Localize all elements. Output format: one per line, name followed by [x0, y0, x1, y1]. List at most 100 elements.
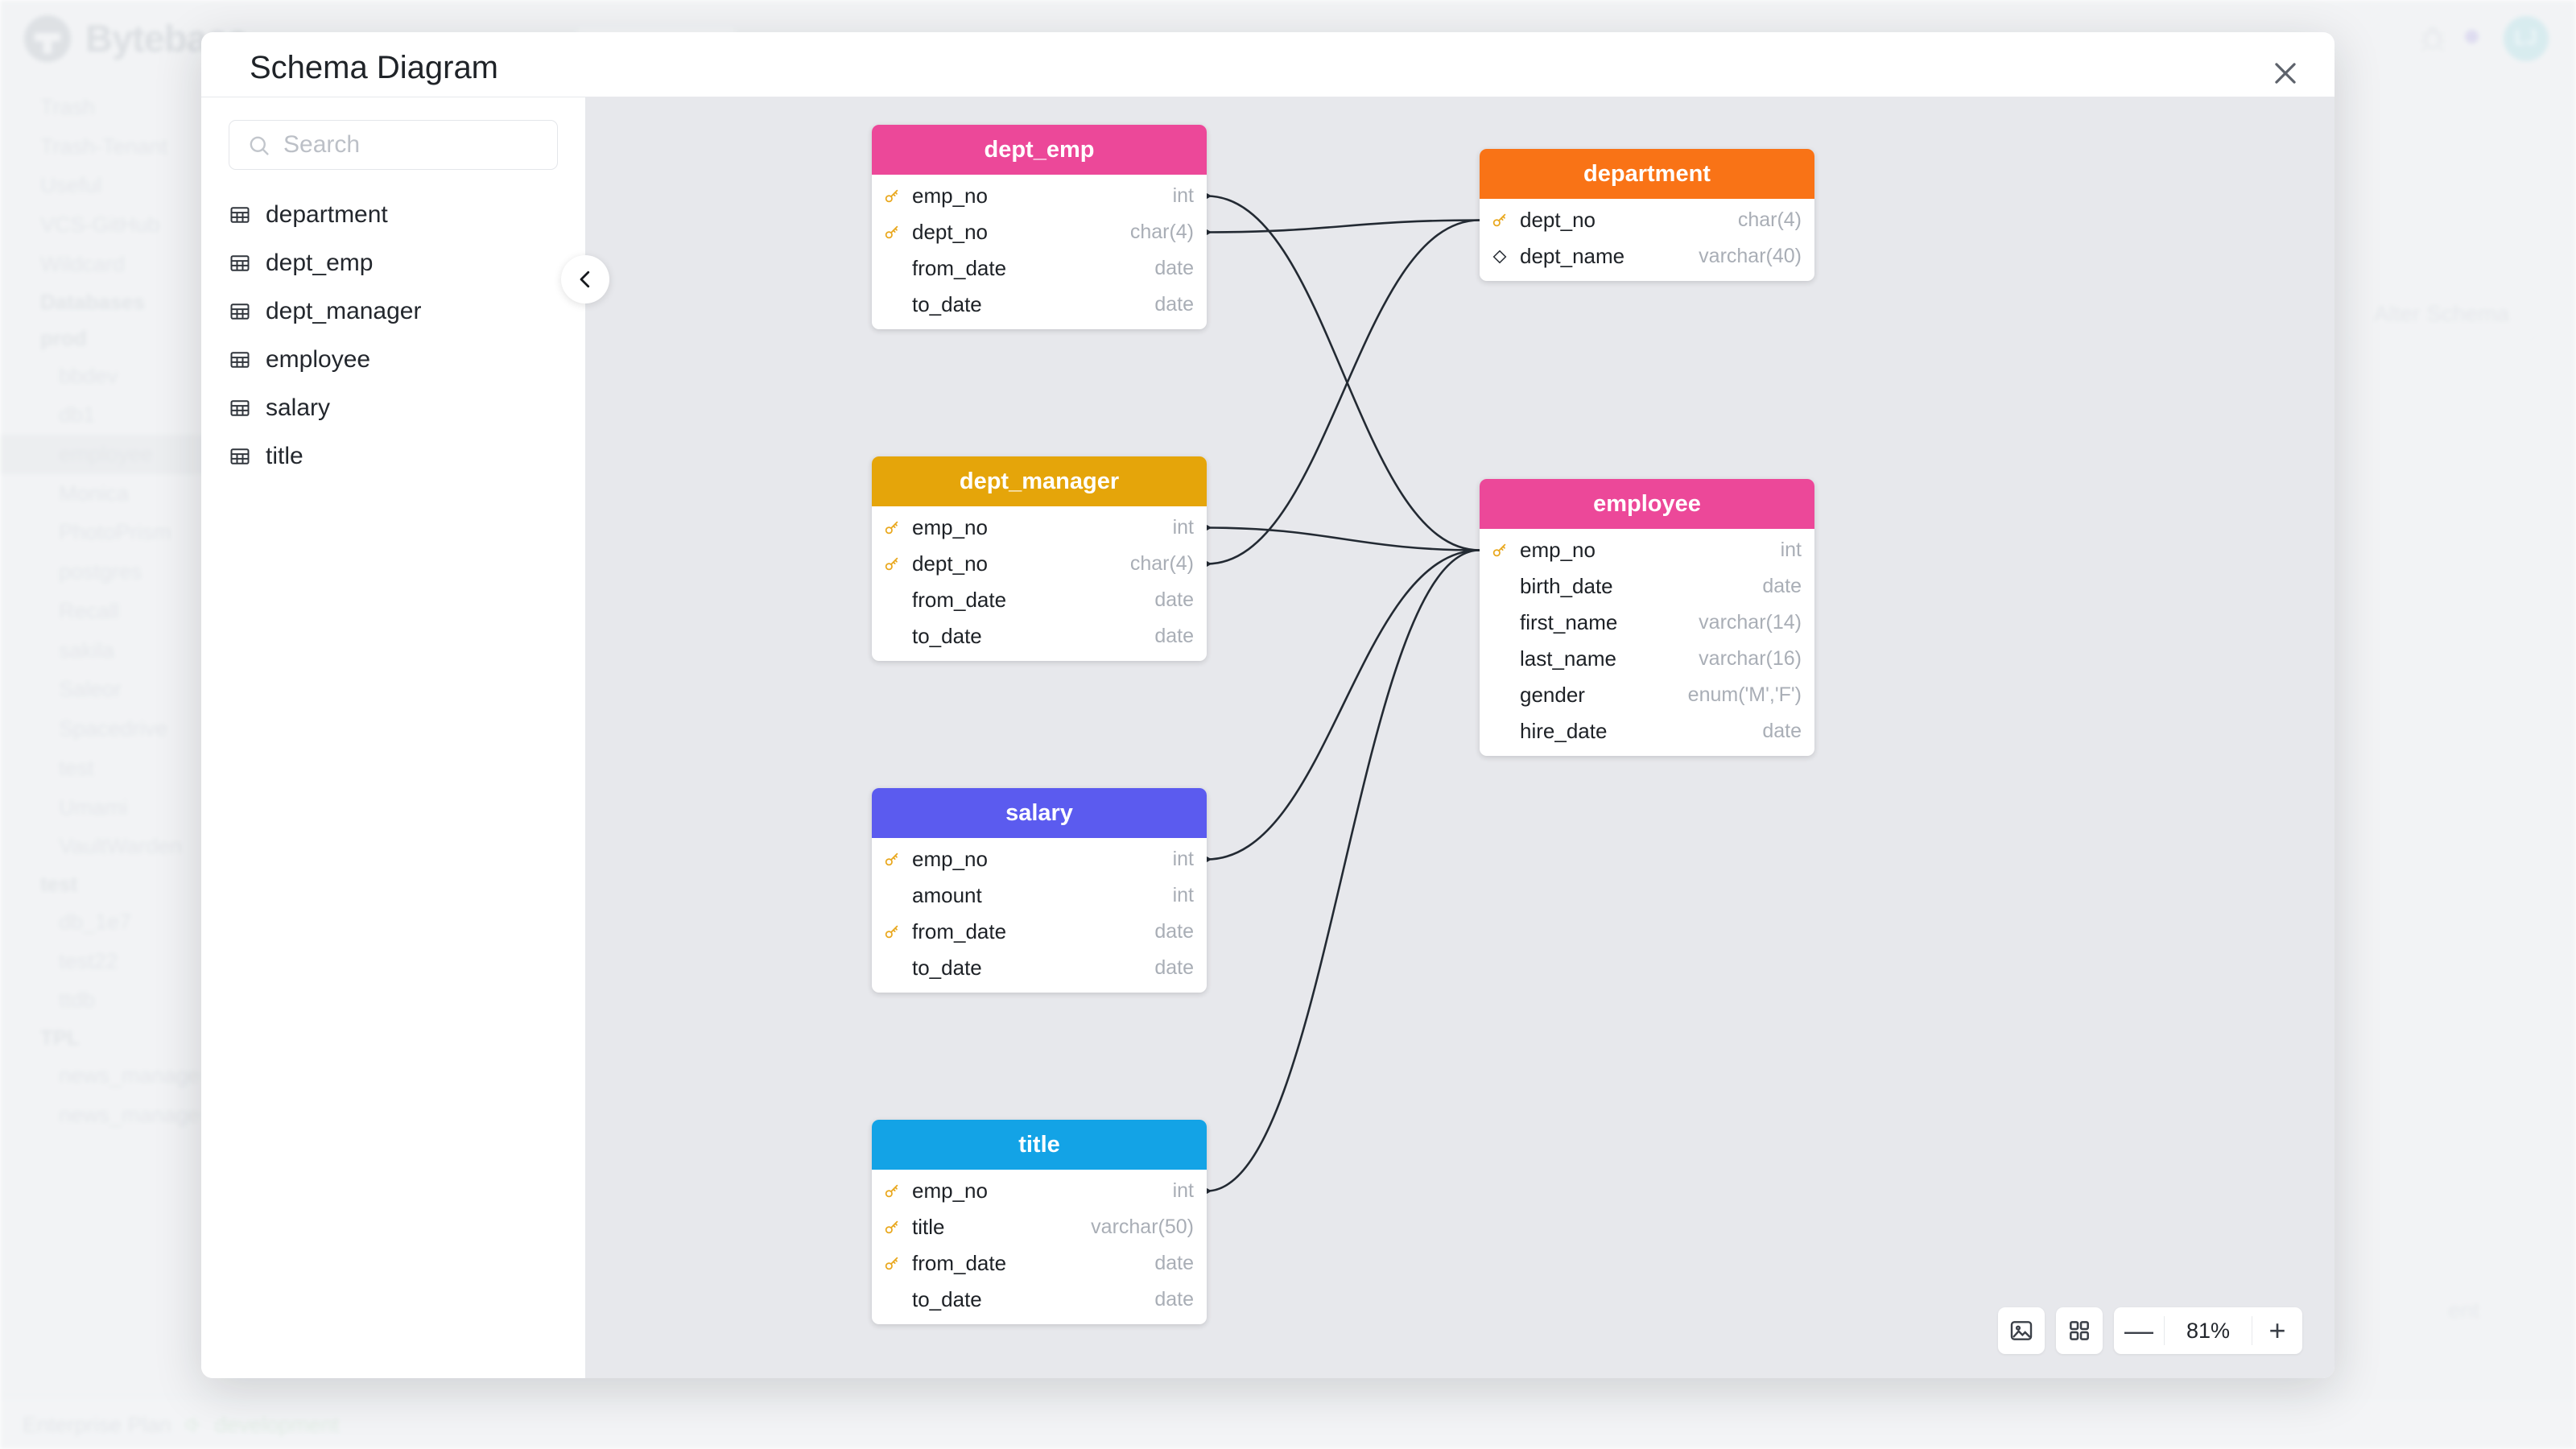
sidebar-item-news-manage[interactable]: news_manage — [59, 1102, 200, 1127]
sidebar-item-db1[interactable]: db1 — [59, 402, 96, 427]
sidebar-item-test22[interactable]: test22 — [59, 948, 118, 973]
search-icon — [247, 134, 270, 157]
key-icon — [883, 851, 904, 869]
sidebar-item-db-1e7[interactable]: db_1e7 — [59, 909, 132, 934]
zoom-level: 81% — [2186, 1318, 2231, 1343]
table-node-header: employee — [1480, 479, 1814, 529]
column-name: dept_no — [912, 220, 988, 244]
image-icon[interactable] — [1998, 1307, 2045, 1354]
grid-icon[interactable] — [2056, 1307, 2103, 1354]
sidebar-item-tpl: TPL — [40, 1026, 80, 1051]
sidebar-item-vaultwarden[interactable]: VaultWarden — [59, 834, 183, 859]
sidebar-item-useful[interactable]: Useful — [40, 173, 102, 198]
collapse-panel-button[interactable] — [561, 255, 609, 303]
sidebar-item-vcs-github[interactable]: VCS-GitHub — [40, 213, 160, 237]
zoom-in-button[interactable]: + — [2268, 1314, 2286, 1347]
status-bar: Enterprise Plan development — [0, 1401, 2576, 1449]
table-name: department — [266, 201, 388, 228]
bug-icon[interactable] — [2417, 23, 2449, 55]
sidebar-item-trash[interactable]: Trash — [40, 95, 96, 119]
sidebar-item-postgres[interactable]: postgres — [59, 559, 142, 584]
zoom-toolbar: — 81% + — [1998, 1307, 2302, 1354]
sidebar-item-news-manage[interactable]: news_manage — [59, 1063, 200, 1088]
sidebar-item-test[interactable]: test — [59, 755, 94, 780]
list-item[interactable]: dept_manager — [201, 287, 585, 336]
table-icon — [229, 204, 251, 226]
column-type: char(4) — [1737, 208, 1802, 231]
column-type: date — [1154, 920, 1194, 943]
search-input[interactable] — [283, 131, 539, 159]
key-icon — [1491, 542, 1512, 559]
column-name: emp_no — [912, 184, 988, 208]
sidebar-item-spacedrive[interactable]: Spacedrive — [59, 716, 168, 741]
column-row[interactable]: title varchar(50) — [872, 1209, 1207, 1245]
zoom-out-button[interactable]: — — [2124, 1314, 2153, 1347]
list-item[interactable]: title — [201, 432, 585, 481]
sidebar-item-umami[interactable]: Umami — [59, 795, 128, 819]
sidebar-item-sakila[interactable]: sakila — [59, 638, 115, 663]
avatar[interactable]: LJ — [2504, 15, 2549, 61]
list-item[interactable]: dept_emp — [201, 239, 585, 287]
speaker-icon — [183, 1414, 204, 1435]
sidebar-item-recall[interactable]: Recall — [59, 598, 120, 623]
alter-schema-button[interactable]: Alter Schema — [2345, 287, 2537, 341]
sidebar-item-saleor[interactable]: Saleor — [59, 677, 122, 702]
key-icon — [883, 555, 904, 573]
column-name: title — [912, 1215, 945, 1239]
close-icon[interactable] — [2265, 53, 2306, 93]
column-type: varchar(50) — [1091, 1216, 1194, 1238]
sidebar-item-wildcard[interactable]: Wildcard — [40, 251, 126, 276]
sidebar-item-bbdev[interactable]: bbdev — [59, 363, 118, 388]
key-icon — [883, 923, 904, 941]
sidebar-item-trash-tenant[interactable]: Trash-Tenant — [40, 134, 168, 159]
column-name: gender — [1520, 683, 1585, 707]
sidebar-item-monica[interactable]: Monica — [59, 481, 130, 506]
list-item[interactable]: employee — [201, 336, 585, 384]
column-name: from_date — [912, 1251, 1007, 1275]
sidebar-item-archive[interactable]: Archive — [0, 1395, 205, 1449]
relationship-edge — [1206, 549, 1480, 1192]
relationship-edge — [1206, 219, 1480, 233]
sidebar-item-ttdb[interactable]: ttdb — [59, 988, 96, 1013]
sidebar-item-employee[interactable]: employee — [0, 435, 205, 474]
list-item[interactable]: salary — [201, 384, 585, 432]
search-box[interactable] — [229, 120, 558, 170]
schema-diagram-modal: Schema Diagram departmentdept_empdept_ma… — [201, 32, 2334, 1378]
environment-label: development — [214, 1412, 340, 1437]
sidebar-item-photoprism[interactable]: PhotoPrism — [59, 520, 171, 545]
list-item[interactable]: department — [201, 191, 585, 239]
